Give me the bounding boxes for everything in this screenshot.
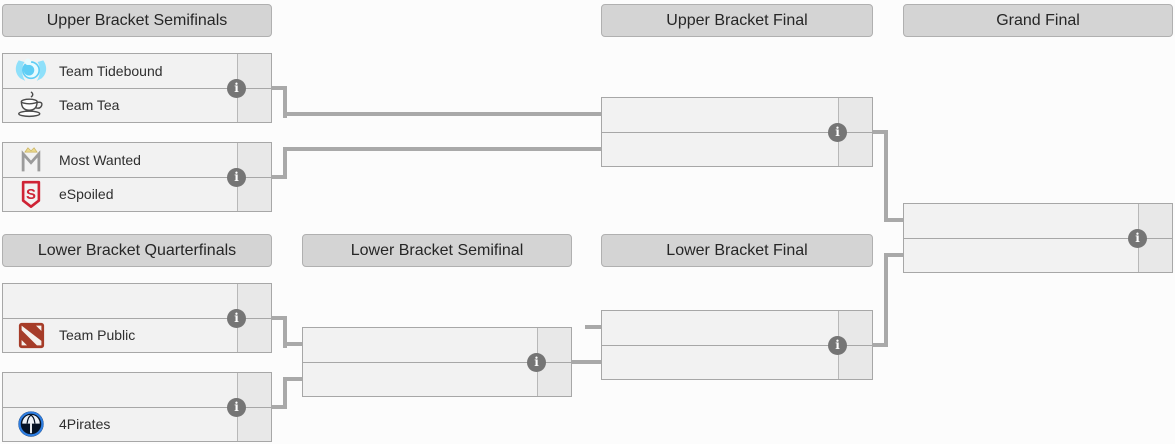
connector-line <box>271 405 287 409</box>
connector-line <box>283 147 601 151</box>
team-slot: Team Public <box>3 318 271 352</box>
team-name[interactable]: Team Public <box>59 327 136 344</box>
pirates-logo-icon <box>3 410 59 438</box>
team-slot: S eSpoiled <box>3 177 271 211</box>
connector-line <box>884 253 888 347</box>
header-upper-bracket-final: Upper Bracket Final <box>601 4 873 37</box>
info-icon[interactable]: i <box>1128 228 1147 248</box>
connector-line <box>283 112 601 116</box>
header-lower-bracket-quarterfinals: Lower Bracket Quarterfinals <box>2 234 272 267</box>
team-name[interactable]: Most Wanted <box>59 151 141 168</box>
connector-line <box>884 218 903 222</box>
espoiled-logo-icon: S <box>3 180 59 209</box>
match-lb-semifinal: i <box>302 327 572 397</box>
connector-line <box>271 86 287 90</box>
teampublic-logo-icon <box>3 322 59 349</box>
team-slot <box>602 98 872 133</box>
connector-line <box>872 343 888 347</box>
connector-line <box>283 86 287 118</box>
team-slot: 4Pirates <box>3 407 271 441</box>
team-name[interactable]: Team Tea <box>59 97 120 114</box>
connector-line <box>585 325 601 329</box>
match-ub-semifinal-1: Team Tidebound Team Tea i <box>2 53 272 123</box>
connector-line <box>283 147 287 179</box>
team-slot <box>3 373 271 408</box>
team-slot: Most Wanted <box>3 143 271 178</box>
info-icon[interactable]: i <box>227 78 246 98</box>
match-lb-quarterfinal-2: 4Pirates i <box>2 372 272 442</box>
svg-text:S: S <box>26 187 36 203</box>
team-name[interactable]: 4Pirates <box>59 416 111 433</box>
connector-line <box>884 130 888 222</box>
connector-line <box>283 342 302 346</box>
team-slot <box>303 328 571 363</box>
match-grand-final: i <box>903 203 1173 273</box>
match-ub-final: i <box>601 97 873 167</box>
match-ub-semifinal-2: Most Wanted S eSpoiled i <box>2 142 272 212</box>
connector-line <box>283 377 302 381</box>
tidebound-logo-icon <box>3 57 59 85</box>
info-icon[interactable]: i <box>227 397 246 417</box>
info-icon[interactable]: i <box>828 335 847 355</box>
connector-line <box>872 130 888 134</box>
mostwanted-logo-icon <box>3 146 59 174</box>
team-slot: Team Tea <box>3 88 271 122</box>
connector-line <box>271 175 287 179</box>
header-grand-final: Grand Final <box>903 4 1173 37</box>
tea-logo-icon <box>3 91 59 119</box>
connector-line <box>884 253 903 257</box>
team-name[interactable]: eSpoiled <box>59 186 114 203</box>
info-icon[interactable]: i <box>828 122 847 142</box>
info-icon[interactable]: i <box>227 167 246 187</box>
match-lb-quarterfinal-1: Team Public i <box>2 283 272 353</box>
connector-line <box>283 316 287 348</box>
connector-line <box>283 377 287 409</box>
header-upper-bracket-semifinals: Upper Bracket Semifinals <box>2 4 272 37</box>
connector-line <box>572 360 601 364</box>
match-lb-final: i <box>601 310 873 380</box>
team-name[interactable]: Team Tidebound <box>59 62 163 79</box>
header-lower-bracket-semifinal: Lower Bracket Semifinal <box>302 234 572 267</box>
info-icon[interactable]: i <box>227 308 246 328</box>
connector-line <box>271 316 287 320</box>
team-score <box>237 143 271 177</box>
info-icon[interactable]: i <box>527 352 546 372</box>
team-score <box>838 98 872 132</box>
header-lower-bracket-final: Lower Bracket Final <box>601 234 873 267</box>
